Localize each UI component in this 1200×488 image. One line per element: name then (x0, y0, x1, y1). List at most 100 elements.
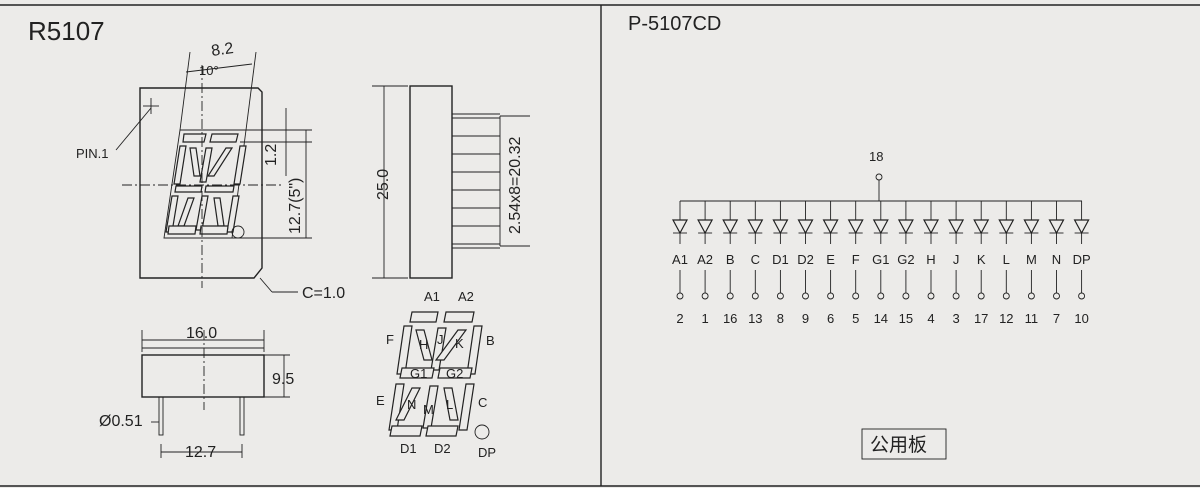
pin-terminal (751, 292, 759, 300)
segment-label: A2 (697, 252, 713, 267)
pin-number: 6 (827, 311, 834, 326)
pin-terminal (977, 292, 985, 300)
pin-terminal (726, 292, 734, 300)
segment-label: M (1026, 252, 1037, 267)
diode-symbol (847, 219, 864, 235)
diode-f: F5 (847, 201, 864, 326)
front-view: 8.2 10° PIN.1 1.2 12.7(5") C=1.0 (76, 40, 345, 302)
seg-label-d2: D2 (434, 441, 451, 456)
pin-terminal (952, 292, 960, 300)
seg-label-k: K (455, 336, 464, 351)
diode-d2: D2 9 (797, 201, 814, 326)
pin-terminal (1027, 292, 1035, 300)
pin-terminal (1053, 292, 1060, 300)
segment-label: G2 (897, 252, 914, 267)
pin-terminal (852, 292, 860, 300)
diode-d1: D1 8 (772, 201, 789, 326)
segment-label: L (1003, 252, 1010, 267)
pin-number: 10 (1074, 311, 1088, 326)
segment-label: J (953, 252, 960, 267)
pin-number: 7 (1053, 311, 1060, 326)
pin-number: 3 (952, 311, 959, 326)
seg-label-g1: G1 (410, 366, 427, 381)
diode-e: E6 (822, 201, 839, 326)
pin-number: 15 (899, 311, 913, 326)
pin-number: 9 (802, 311, 809, 326)
diode-symbol (998, 219, 1015, 235)
chamfer-label: C=1.0 (302, 285, 345, 302)
left-panel: R5107 (28, 16, 530, 461)
right-title: P-5107CD (628, 13, 721, 35)
diode-h: H4 (922, 201, 940, 326)
diode-symbol (973, 219, 990, 235)
diode-b: B16 (722, 201, 739, 326)
diode-m: M11 (1023, 201, 1040, 326)
side-height-label: 25.0 (375, 169, 392, 200)
diode-symbol (722, 219, 739, 235)
segment-label: D2 (797, 252, 814, 267)
pin-number: 12 (999, 311, 1013, 326)
pin-number: 16 (723, 311, 737, 326)
diode-n: N7 (1048, 201, 1065, 326)
pin-number: 5 (852, 311, 859, 326)
front-dp-dot (231, 225, 245, 239)
seg-label-l: L (446, 397, 453, 412)
pin-terminal (1078, 292, 1086, 300)
common-pin-label: 18 (869, 149, 883, 164)
pin-dia-label: Ø0.51 (99, 413, 143, 430)
diode-symbol (697, 219, 714, 235)
bottom-depth-label: 9.5 (272, 371, 294, 388)
type-label: 公用板 (870, 434, 927, 456)
pin-terminal (877, 292, 885, 300)
seg-label-b: B (486, 333, 495, 348)
segment-label: D1 (772, 252, 789, 267)
seg-label-dp: DP (478, 445, 496, 460)
diode-symbol (797, 219, 814, 235)
pin-terminal (927, 292, 935, 300)
seg-label-j: J (437, 332, 444, 347)
pin-span-label: 12.7 (185, 444, 216, 461)
side-pitch-label: 2.54x8=20.32 (507, 136, 524, 234)
seg-label-e: E (376, 393, 385, 408)
seg-label-n: N (407, 397, 416, 412)
diode-symbol (1048, 219, 1065, 235)
bottom-pin-right (239, 396, 245, 436)
pin1-label: PIN.1 (76, 146, 109, 161)
type-box (861, 428, 947, 460)
diode-symbol (772, 219, 789, 235)
pin-number: 2 (676, 311, 683, 326)
bottom-width-label: 16.0 (186, 325, 217, 342)
segment-map: A1 A2 B C D1 D2 E F G1 G2 H J K L M N DP (376, 289, 496, 460)
side-body (409, 85, 453, 279)
diode-symbol (1023, 219, 1040, 235)
pin-terminal (827, 292, 835, 300)
seg-label-a1: A1 (424, 289, 440, 304)
front-body-outline (139, 87, 263, 279)
diode-a1: A12 (671, 201, 689, 326)
schematic: 18 A12A21B16C13D18D29E6F5G114G215H4J3K17… (671, 149, 1091, 326)
seg-label-a2: A2 (458, 289, 474, 304)
side-pins (452, 117, 500, 249)
segment-label: G1 (872, 252, 889, 267)
pin-number: 4 (927, 311, 934, 326)
diode-symbol (747, 219, 764, 235)
pin-number: 8 (777, 311, 784, 326)
diode-array: A12A21B16C13D18D29E6F5G114G215H4J3K17L12… (671, 201, 1091, 326)
pin-terminal (802, 292, 809, 300)
diode-symbol (948, 219, 965, 235)
front-angle-label: 10° (199, 63, 219, 78)
left-title: R5107 (28, 16, 105, 46)
right-panel: P-5107CD 18 A12A21B16C13D18D29E6F5G114G2… (628, 13, 1091, 460)
front-width-label: 8.2 (210, 40, 234, 60)
segment-label: C (751, 252, 760, 267)
diode-j: J3 (948, 201, 965, 326)
seg-label-d1: D1 (400, 441, 417, 456)
segment-label: K (977, 252, 986, 267)
digit-height-label: 12.7(5") (287, 178, 304, 234)
seg-label-g2: G2 (446, 366, 463, 381)
pin-number: 1 (701, 311, 708, 326)
